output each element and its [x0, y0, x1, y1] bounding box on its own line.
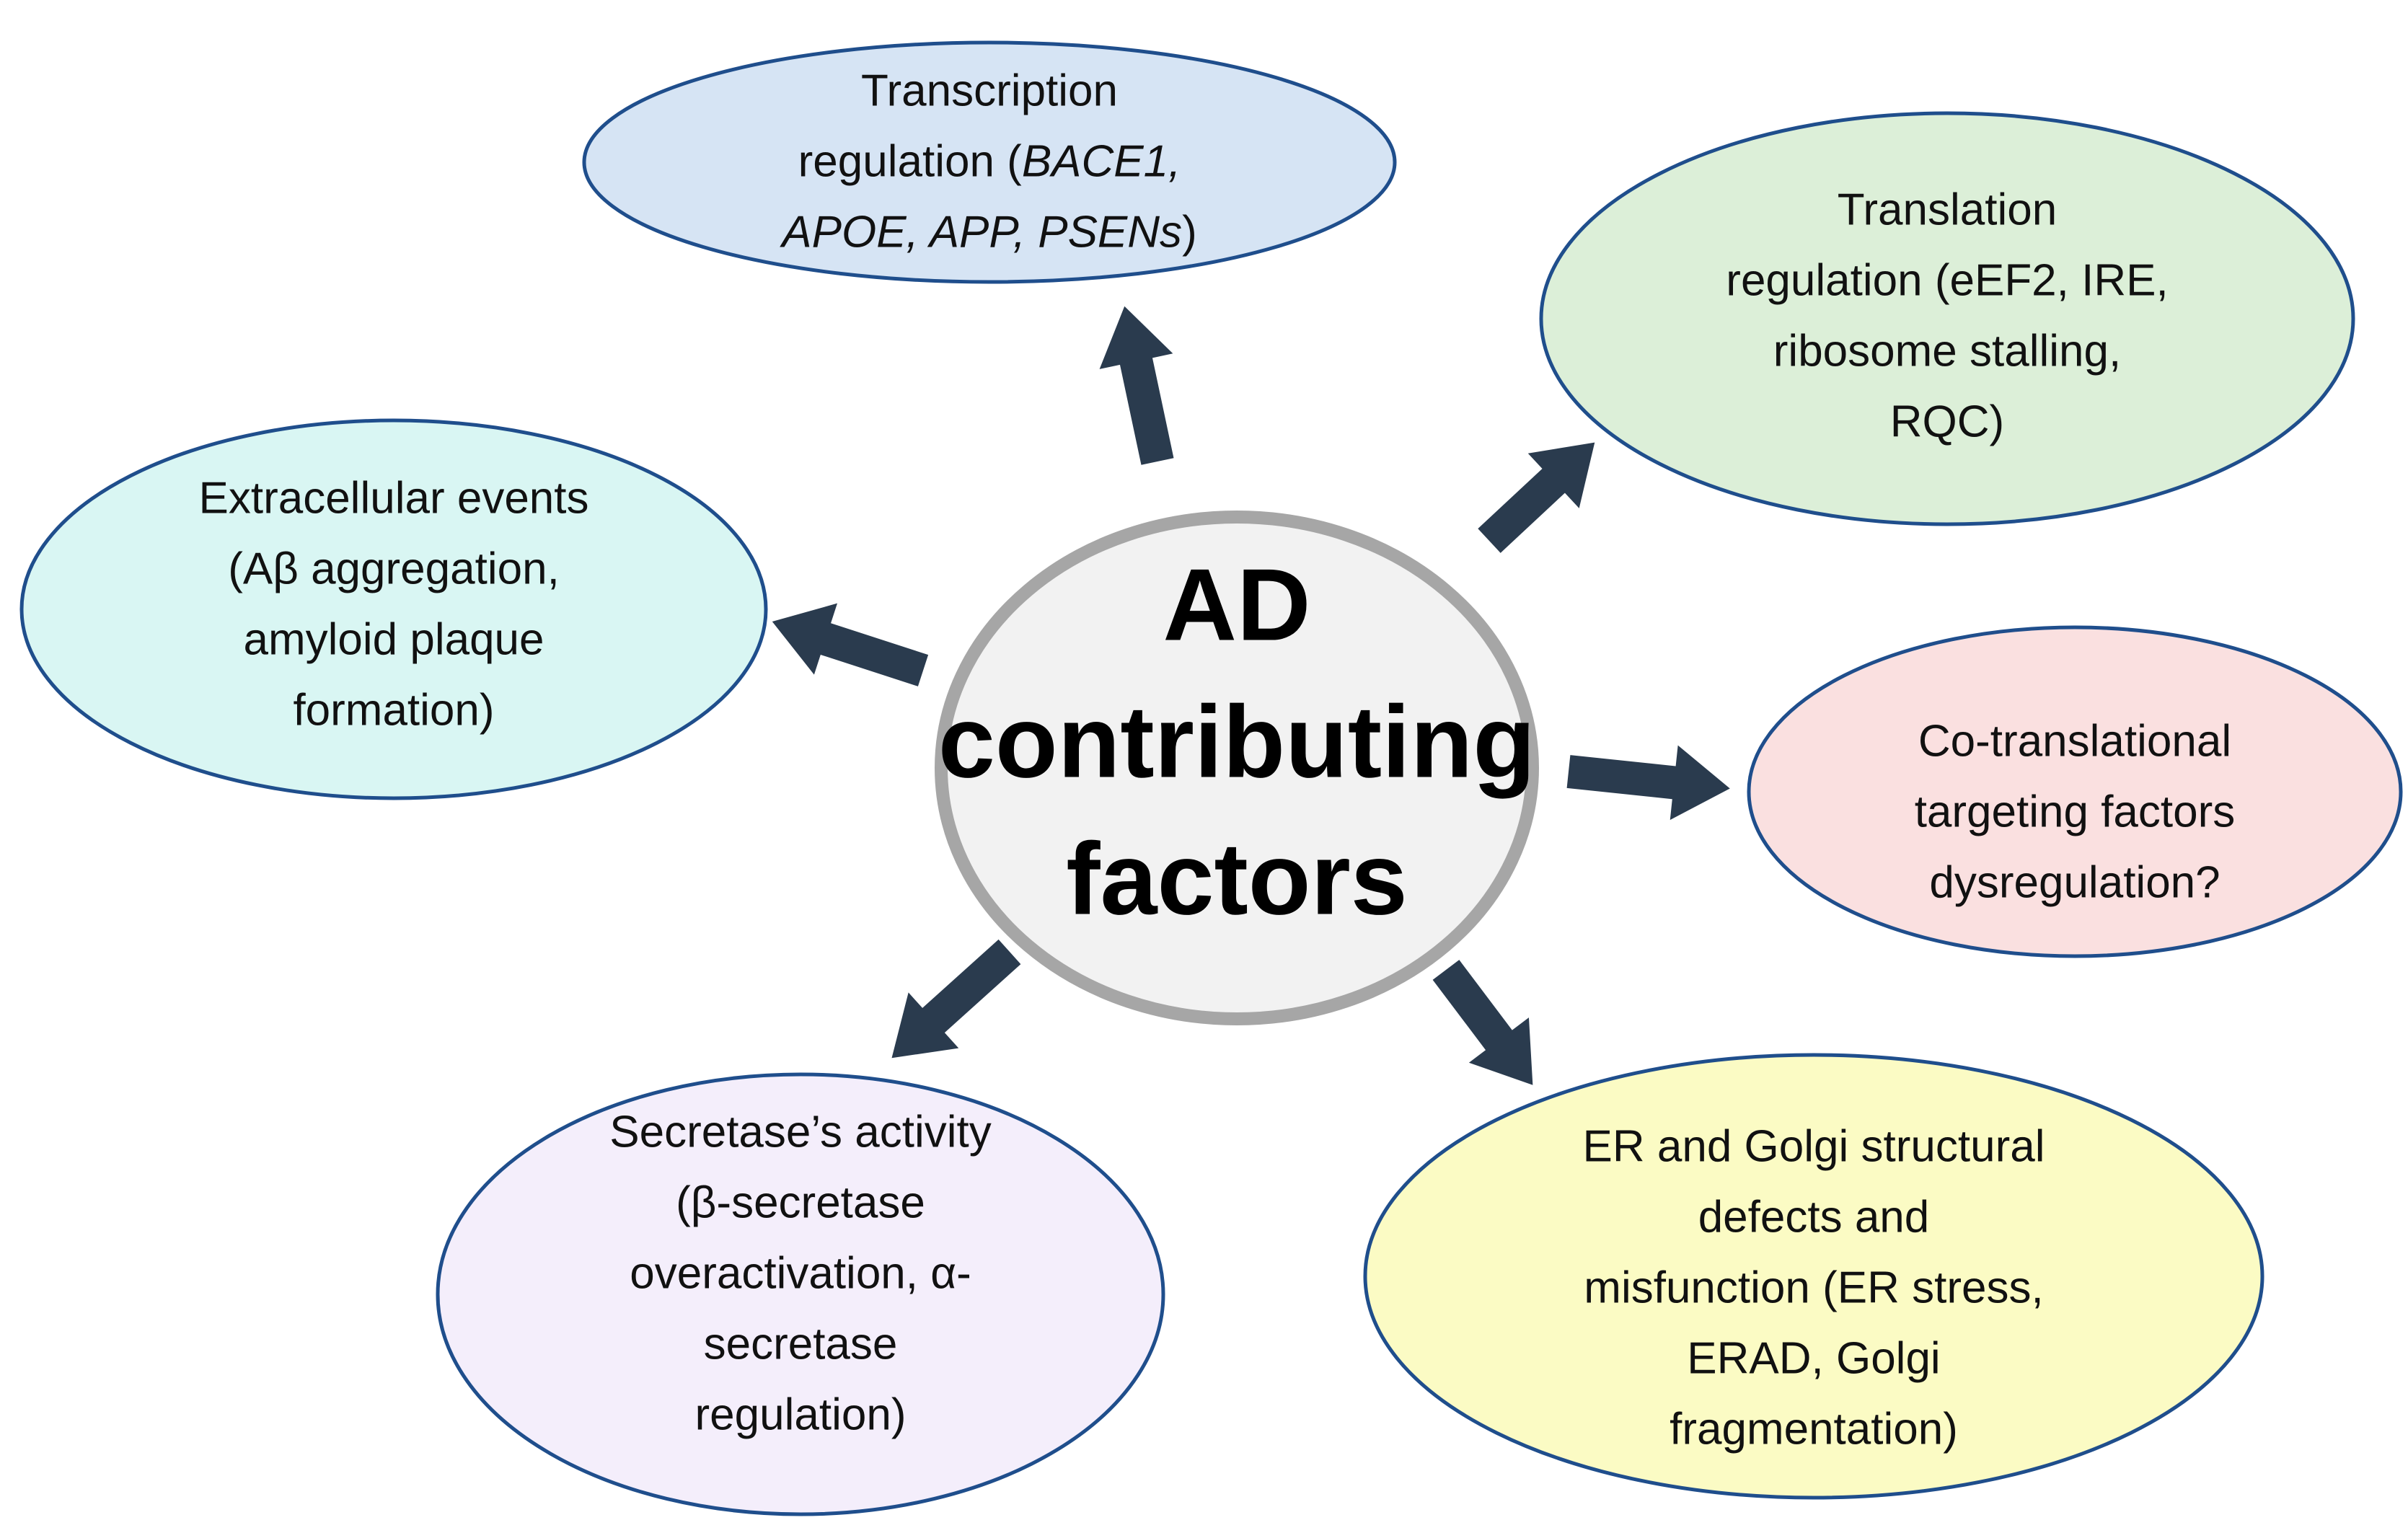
text-segment: misfunction (ER stress,: [1584, 1263, 2043, 1312]
arrow-to-extracellular: [772, 603, 929, 686]
node-transcription-label: Transcription regulation (BACE1, APOE, APP…: [779, 66, 1196, 257]
text-line: dysregulation?: [1929, 857, 2220, 907]
text-line: Co-translational: [1918, 716, 2231, 766]
center-node-shape: [935, 511, 1539, 1025]
arrow-to-secretase: [891, 939, 1021, 1059]
text-segment: BACE1,: [1022, 136, 1181, 186]
text-segment: ribosome stalling,: [1773, 326, 2121, 376]
text-line: targeting factors: [1915, 787, 2236, 836]
text-line: regulation (eEF2, IRE,: [1726, 255, 2168, 305]
text-line: secretase: [704, 1319, 898, 1369]
arrow-to-cotranslational: [1566, 745, 1730, 821]
text-segment: APOE, APP, PSENs: [779, 207, 1182, 257]
text-segment: regulation (eEF2, IRE,: [1726, 255, 2168, 305]
node-secretase-shape: [436, 1072, 1165, 1516]
text-line: regulation): [695, 1390, 907, 1439]
node-er-golgi-shape: [1363, 1053, 2264, 1500]
text-segment: ER and Golgi structural: [1583, 1121, 2045, 1171]
text-segment: ): [1182, 207, 1197, 257]
text-segment: regulation (: [798, 136, 1023, 186]
arrow-shape: [772, 603, 929, 686]
text-line: Transcription: [861, 66, 1118, 115]
text-line: APOE, APP, PSENs): [779, 207, 1196, 257]
text-segment: RQC): [1890, 397, 2004, 446]
text-segment: defects and: [1698, 1192, 1930, 1242]
text-line: (β-secretase: [676, 1178, 925, 1227]
arrow-to-translation: [1478, 442, 1595, 553]
node-translation-label: Translation regulation (eEF2, IRE, ribosom…: [1726, 185, 2168, 446]
node-transcription-shape: [582, 40, 1397, 284]
text-line: amyloid plaque: [243, 614, 544, 664]
node-cotranslational-shape: [1747, 625, 2403, 958]
text-segment: ERAD, Golgi: [1687, 1333, 1940, 1383]
text-segment: dysregulation?: [1929, 857, 2220, 907]
text-segment: secretase: [704, 1319, 898, 1369]
text-segment: regulation): [695, 1390, 907, 1439]
text-line: fragmentation): [1670, 1404, 1958, 1454]
text-segment: amyloid plaque: [243, 614, 544, 664]
node-extracellular: Extracellular events (Aβ aggregation, amyl…: [19, 418, 768, 800]
node-extracellular-shape: [19, 418, 768, 800]
text-line: overactivation, α-: [630, 1248, 971, 1298]
node-translation: Translation regulation (eEF2, IRE, ribosom…: [1539, 111, 2355, 526]
arrow-to-er-golgi: [1432, 960, 1533, 1085]
center-node: AD contributing factors: [935, 511, 1539, 1025]
arrow-shape: [1478, 442, 1595, 553]
text-segment: fragmentation): [1670, 1404, 1958, 1454]
text-segment: formation): [293, 685, 494, 735]
text-line: contributing: [938, 685, 1535, 800]
text-line: ERAD, Golgi: [1687, 1333, 1940, 1383]
text-segment: Extracellular events: [198, 473, 588, 523]
text-line: ribosome stalling,: [1773, 326, 2121, 376]
text-segment: (β-secretase: [676, 1178, 925, 1227]
node-er-golgi: ER and Golgi structural defects and misfun…: [1363, 1053, 2264, 1500]
text-line: AD: [1163, 548, 1310, 663]
node-secretase-label: Secretase’s activity (β-secretase overacti…: [609, 1107, 992, 1439]
text-line: ER and Golgi structural: [1583, 1121, 2045, 1171]
text-segment: Transcription: [861, 66, 1118, 115]
text-line: misfunction (ER stress,: [1584, 1263, 2043, 1312]
center-node-label: AD contributing factors: [938, 548, 1535, 937]
text-line: factors: [1066, 822, 1408, 937]
node-cotranslational: Co-translational targeting factors dysregu…: [1747, 625, 2403, 958]
text-segment: Secretase’s activity: [609, 1107, 992, 1157]
node-extracellular-label: Extracellular events (Aβ aggregation, amyl…: [198, 473, 588, 735]
text-line: Secretase’s activity: [609, 1107, 992, 1157]
arrow-shape: [1432, 960, 1533, 1085]
text-segment: Translation: [1838, 185, 2057, 234]
text-segment: Co-translational: [1918, 716, 2231, 766]
text-line: defects and: [1698, 1192, 1930, 1242]
node-er-golgi-label: ER and Golgi structural defects and misfun…: [1583, 1121, 2045, 1454]
text-line: regulation (BACE1,: [798, 136, 1181, 186]
text-segment: targeting factors: [1915, 787, 2236, 836]
text-line: Translation: [1838, 185, 2057, 234]
arrow-shape: [1566, 745, 1730, 821]
text-line: (Aβ aggregation,: [228, 544, 560, 593]
text-line: RQC): [1890, 397, 2004, 446]
arrows: [772, 306, 1730, 1085]
arrow-shape: [891, 939, 1021, 1059]
text-line: Extracellular events: [198, 473, 588, 523]
node-translation-shape: [1539, 111, 2355, 526]
text-segment: (Aβ aggregation,: [228, 544, 560, 593]
text-segment: overactivation, α-: [630, 1248, 971, 1298]
node-transcription: Transcription regulation (BACE1, APOE, APP…: [582, 40, 1397, 284]
arrow-to-transcription: [1099, 306, 1174, 465]
node-secretase: Secretase’s activity (β-secretase overacti…: [436, 1072, 1165, 1516]
arrow-shape: [1099, 306, 1174, 465]
node-cotranslational-label: Co-translational targeting factors dysregu…: [1915, 716, 2236, 907]
text-line: formation): [293, 685, 494, 735]
